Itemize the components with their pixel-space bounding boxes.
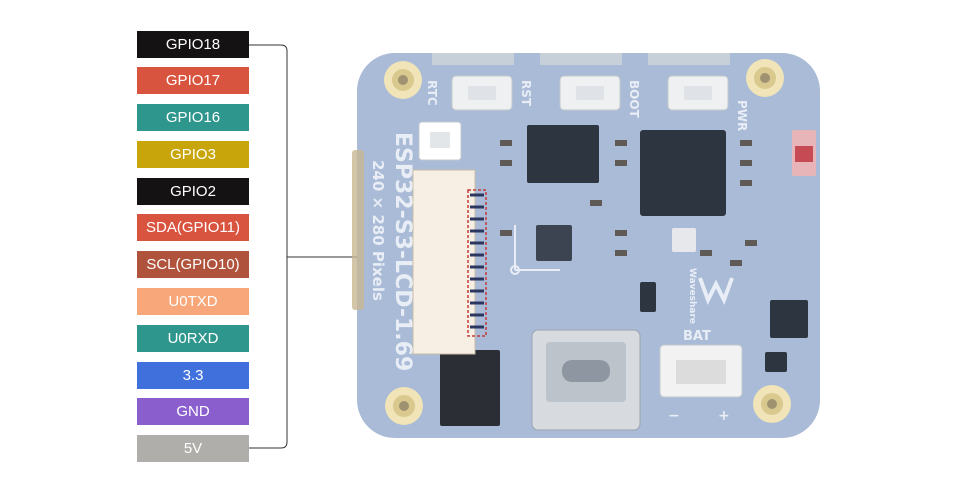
pin-label-gpio3: GPIO3 xyxy=(137,141,249,168)
brand-label: Waveshare xyxy=(687,268,697,324)
pin-label-gpio2: GPIO2 xyxy=(137,178,249,205)
regulator-chip xyxy=(770,300,808,338)
board-name-label: ESP32-S3-LCD-1.69 xyxy=(390,132,415,371)
pin-bracket-connector xyxy=(249,44,360,449)
pin-label-gpio17: GPIO17 xyxy=(137,67,249,94)
mounting-hole-top-left xyxy=(384,61,422,99)
mounting-hole-bottom-right xyxy=(753,385,791,423)
boot-button xyxy=(559,75,621,111)
pin-label-gnd: GND xyxy=(137,398,249,425)
mounting-hole-bottom-left xyxy=(385,387,423,425)
pin-label-u0rxd: U0RXD xyxy=(137,325,249,352)
sensor-chip xyxy=(672,228,696,252)
ic-chip xyxy=(527,125,599,183)
waveshare-logo-icon xyxy=(698,277,734,306)
pin-label-u0txd: U0TXD xyxy=(137,288,249,315)
pin-label-gpio16: GPIO16 xyxy=(137,104,249,131)
usb-c-port xyxy=(531,329,641,431)
rst-label: RST xyxy=(519,80,533,107)
boot-label: BOOT xyxy=(627,80,641,119)
pin-label-scl: SCL(GPIO10) xyxy=(137,251,249,278)
bat-plus-label: + xyxy=(718,408,730,424)
imu-chip xyxy=(536,225,572,261)
transistor-chip xyxy=(765,352,787,372)
board-resolution-label: 240 × 280 Pixels xyxy=(369,160,387,301)
bat-label: BAT xyxy=(683,329,711,344)
buzzer xyxy=(440,350,500,426)
pwr-label: PWR xyxy=(735,100,749,131)
mounting-hole-top-right xyxy=(746,59,784,97)
passive-components xyxy=(500,140,757,266)
esp32-chip xyxy=(640,130,726,216)
pin-label-gpio18: GPIO18 xyxy=(137,31,249,58)
rst-button xyxy=(451,75,513,111)
pin-label-3v3: 3.3 xyxy=(137,362,249,389)
fpc-connector xyxy=(412,169,487,355)
diode-chip xyxy=(640,282,656,312)
pin-label-5v: 5V xyxy=(137,435,249,462)
bat-minus-label: − xyxy=(668,408,680,424)
axis-indicator xyxy=(510,225,560,275)
battery-connector xyxy=(659,344,743,398)
rtc-label: RTC xyxy=(425,80,439,106)
red-component-inner xyxy=(795,146,813,162)
pin-label-sda: SDA(GPIO11) xyxy=(137,214,249,241)
rtc-connector xyxy=(418,121,462,161)
pwr-button xyxy=(667,75,729,111)
